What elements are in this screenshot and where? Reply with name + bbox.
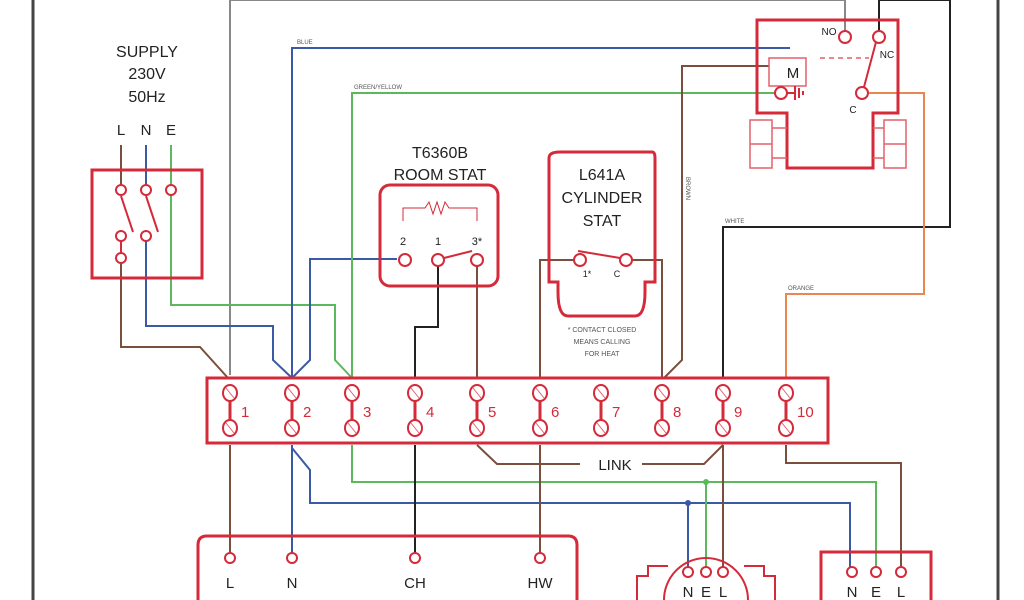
junction-green [703, 479, 709, 485]
terminal-10: 10 [778, 384, 814, 437]
terminal-number: 10 [797, 404, 814, 421]
terminal-2: 2 [284, 384, 311, 437]
terminal-strip: 1 2 3 4 5 6 7 8 9 10 [205, 376, 830, 445]
pump-terminal-e: E [701, 584, 711, 600]
terminal-4: 4 [407, 384, 434, 437]
supply-frequency: 50Hz [128, 89, 165, 106]
programmer-terminal-l: L [226, 575, 234, 592]
room-stat-terminal-2: 2 [400, 236, 406, 248]
wire-green-valve [351, 92, 775, 378]
label-green-yellow: GREEN/YELLOW [354, 85, 402, 91]
cylinder-stat-name-2: STAT [583, 213, 622, 230]
cylinder-stat-terminal-c: C [614, 269, 621, 279]
terminal-number: 8 [673, 404, 681, 421]
room-stat-model: T6360B [412, 145, 468, 162]
label-brown: BROWN [684, 177, 690, 200]
programmer-terminal-ch: CH [404, 575, 426, 592]
wire-link-right [642, 444, 724, 465]
terminal-9: 9 [715, 384, 742, 437]
room-stat-terminal-3: 3* [472, 236, 483, 248]
terminal-number: 7 [612, 404, 620, 421]
wire-link-left [476, 444, 580, 465]
wire-black-ch [414, 265, 439, 378]
pump-terminal-l: L [719, 584, 727, 600]
wire-orange-valve-c [785, 92, 925, 378]
boiler-terminal-n: N [847, 584, 858, 600]
label-white: WHITE [725, 219, 744, 225]
terminal-number: 3 [363, 404, 371, 421]
label-orange: ORANGE [788, 286, 814, 292]
terminal-number: 9 [734, 404, 742, 421]
programmer-terminal-hw: HW [528, 575, 554, 592]
wire-supply-l-out [120, 258, 229, 379]
junction-blue [685, 500, 691, 506]
supply-terminal-n: N [141, 122, 152, 139]
valve-motor-box [768, 57, 807, 87]
terminal-5: 5 [469, 384, 496, 437]
supply-voltage: 230V [128, 66, 166, 83]
terminal-8: 8 [654, 384, 681, 437]
cylinder-stat-note-1: * CONTACT CLOSED [568, 327, 637, 334]
terminal-number: 5 [488, 404, 496, 421]
terminal-6: 6 [532, 384, 559, 437]
boiler-terminal-e: E [871, 584, 881, 600]
room-stat-terminal-1: 1 [435, 236, 441, 248]
link-label: LINK [598, 457, 631, 474]
wire-supply-n-out [145, 236, 293, 379]
cylinder-stat-box [547, 150, 657, 318]
wire-white-valve-nc [722, 0, 951, 378]
cylinder-stat-name-1: CYLINDER [562, 190, 643, 207]
zone-valve [749, 18, 907, 170]
cylinder-stat-note-2: MEANS CALLING [574, 339, 631, 346]
valve-motor-label: M [787, 65, 800, 82]
valve-nc-label: NC [880, 50, 894, 61]
wire-brown-valve [663, 65, 790, 379]
valve-no-label: NO [822, 27, 837, 38]
wire-gray-valve-no [230, 0, 846, 35]
boiler-box [819, 550, 933, 600]
valve-c-label: C [849, 105, 856, 116]
programmer-terminal-n: N [287, 575, 298, 592]
room-stat-box [378, 183, 500, 288]
terminal-1: 1 [222, 384, 249, 437]
terminal-number: 2 [303, 404, 311, 421]
supply-isolator [90, 168, 204, 280]
pump-terminal-n: N [683, 584, 694, 600]
cylinder-stat-terminal-1: 1* [583, 269, 592, 279]
terminal-3: 3 [344, 384, 371, 437]
wire-blue-roomstat [291, 258, 397, 379]
cylinder-stat-model: L641A [579, 167, 626, 184]
supply-terminal-e: E [166, 122, 176, 139]
room-stat-name: ROOM STAT [394, 167, 487, 184]
wire-supply-e [170, 145, 353, 379]
programmer-box [196, 534, 579, 600]
cylinder-stat-note-3: FOR HEAT [585, 351, 621, 358]
wire-blue-valve [291, 47, 790, 378]
pump-symbol [636, 557, 776, 600]
terminal-7: 7 [593, 384, 620, 437]
wire-green-earth-bus [351, 445, 877, 572]
wire-boiler-l [785, 445, 902, 572]
wire-brown-cyl-1 [539, 259, 580, 378]
wire-blue-neutral-bus [291, 447, 851, 572]
wire-brown-cyl-c [626, 259, 663, 378]
terminal-number: 1 [241, 404, 249, 421]
label-blue: BLUE [297, 40, 313, 46]
supply-terminal-l: L [117, 122, 125, 139]
boiler-terminal-l: L [897, 584, 905, 600]
supply-title: SUPPLY [116, 44, 178, 61]
terminal-number: 4 [426, 404, 434, 421]
terminal-number: 6 [551, 404, 559, 421]
